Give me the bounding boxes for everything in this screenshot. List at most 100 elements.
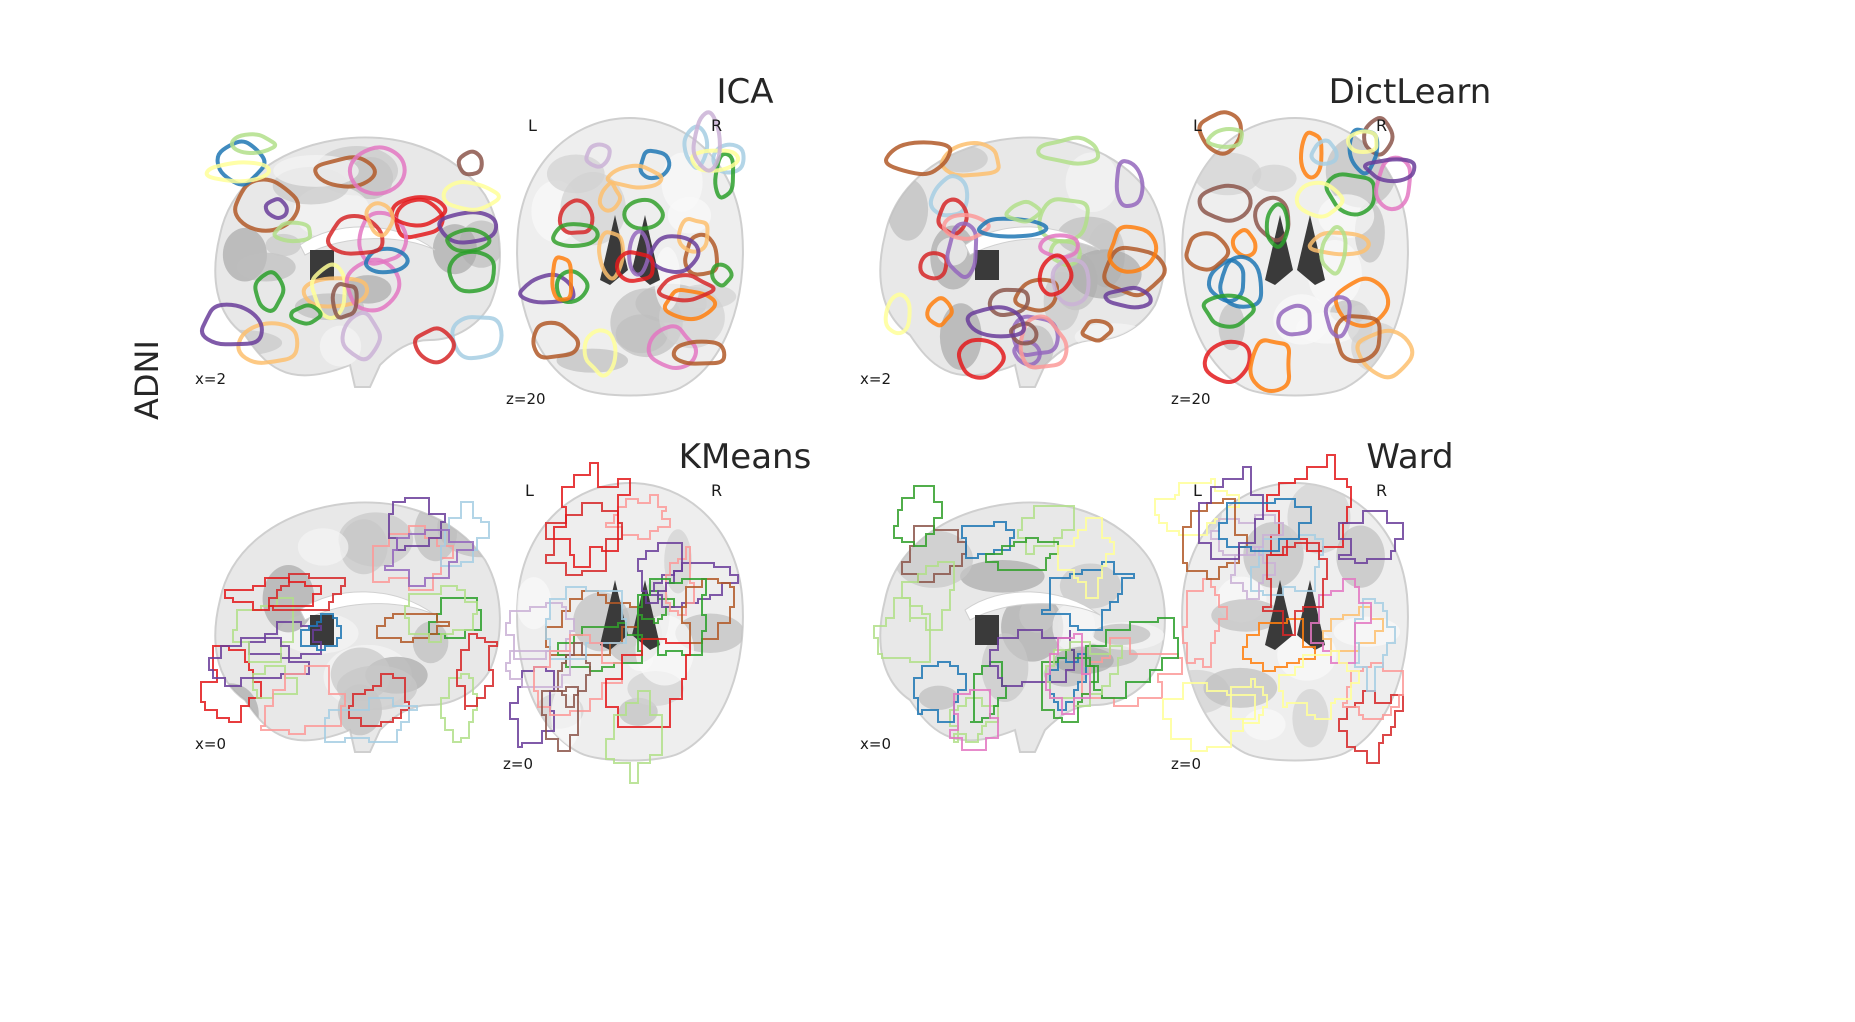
region-contour	[447, 249, 496, 294]
orientation-right-label: R	[711, 481, 723, 500]
region-contour	[873, 597, 931, 663]
region-contour	[1184, 231, 1231, 272]
region-contour	[364, 201, 395, 238]
region-contour	[1197, 183, 1253, 223]
region-contour	[683, 232, 720, 277]
panel-title: KMeans	[678, 437, 812, 477]
region-contour	[1037, 253, 1074, 297]
region-contour	[956, 337, 1006, 380]
region-contour	[1198, 466, 1264, 560]
axial-slice	[1154, 454, 1409, 764]
region-contour	[662, 288, 718, 322]
axial-coordinate: z=0	[503, 755, 533, 773]
region-contour	[1345, 129, 1379, 155]
sagittal-coordinate: x=0	[860, 735, 891, 753]
tissue-region	[939, 303, 982, 370]
axial-slice	[505, 462, 744, 784]
region-contour	[1338, 690, 1404, 764]
axial-coordinate: z=0	[1171, 755, 1201, 773]
region-contour	[1324, 172, 1377, 217]
region-contour	[893, 485, 943, 547]
region-contour	[199, 302, 264, 347]
region-contour	[691, 110, 722, 173]
region-contour	[268, 573, 346, 611]
region-contour	[348, 673, 410, 727]
region-contour	[1041, 561, 1135, 631]
axial-slice	[1181, 110, 1417, 397]
region-contour	[970, 661, 1007, 723]
region-contour	[384, 529, 474, 587]
region-contour	[671, 339, 727, 366]
region-contour	[300, 613, 342, 651]
region-contour	[925, 296, 954, 328]
region-contour	[1248, 338, 1292, 393]
region-contour	[509, 666, 555, 748]
tissue-region	[265, 233, 301, 257]
brain-tissue	[531, 152, 737, 373]
region-contour	[404, 585, 478, 643]
region-contour	[229, 132, 278, 156]
tissue-region	[918, 685, 959, 710]
region-contour	[441, 180, 501, 212]
region-contour	[1242, 618, 1316, 672]
region-contour	[1182, 578, 1228, 668]
region-contour	[445, 227, 492, 254]
tissue-region	[236, 252, 296, 282]
ventricle	[975, 250, 999, 280]
tissue-region	[1336, 525, 1385, 588]
region-contour	[627, 229, 651, 277]
region-contour	[1045, 633, 1091, 715]
region-contour	[656, 273, 716, 303]
region-contour	[605, 163, 664, 190]
region-contour	[456, 149, 484, 177]
tissue-region	[1318, 194, 1375, 239]
region-contour	[1050, 257, 1091, 307]
region-contour	[928, 174, 970, 218]
region-contour	[1038, 233, 1080, 260]
region-contour	[713, 151, 736, 200]
panel-title: ICA	[716, 72, 774, 112]
region-contour	[236, 321, 300, 365]
region-contour	[1102, 245, 1167, 298]
region-contour	[330, 282, 359, 320]
corpus-callosum	[964, 591, 1101, 621]
region-contour	[1107, 224, 1159, 274]
region-contour	[1202, 339, 1252, 385]
region-contour	[582, 328, 618, 378]
orientation-left-label: L	[1193, 116, 1202, 135]
tissue-region	[1193, 152, 1262, 196]
region-contour	[918, 251, 949, 281]
region-contour	[949, 689, 999, 751]
region-contour	[541, 686, 579, 752]
region-contour	[1004, 199, 1043, 224]
tissue-region	[319, 325, 362, 367]
region-contour	[1264, 202, 1290, 249]
tissue-region	[960, 559, 1045, 593]
region-contour	[440, 501, 490, 567]
panel-ica: ICA x=2 z=20 L R	[195, 60, 980, 480]
region-contour	[965, 305, 1026, 339]
region-contour	[614, 250, 655, 283]
region-contour	[690, 148, 741, 173]
region-contour	[884, 140, 953, 177]
region-contour	[428, 597, 482, 639]
axial-coordinate: z=20	[506, 390, 546, 408]
region-contour	[224, 577, 322, 611]
sagittal-slice	[879, 135, 1167, 388]
region-contour	[1309, 138, 1339, 166]
region-contour	[232, 597, 294, 663]
region-contour	[1230, 546, 1276, 600]
region-contour	[324, 697, 418, 743]
tissue-region	[615, 314, 668, 354]
region-contour	[883, 292, 912, 336]
orientation-left-label: L	[1193, 481, 1202, 500]
region-contour	[437, 210, 499, 245]
sagittal-coordinate: x=2	[195, 370, 226, 388]
region-contour	[681, 578, 735, 644]
tissue-region	[1093, 340, 1152, 362]
axial-slice	[516, 110, 746, 397]
region-contour	[710, 262, 734, 288]
region-contour	[1218, 254, 1264, 309]
region-contour	[1333, 314, 1382, 364]
region-contour	[357, 210, 409, 266]
